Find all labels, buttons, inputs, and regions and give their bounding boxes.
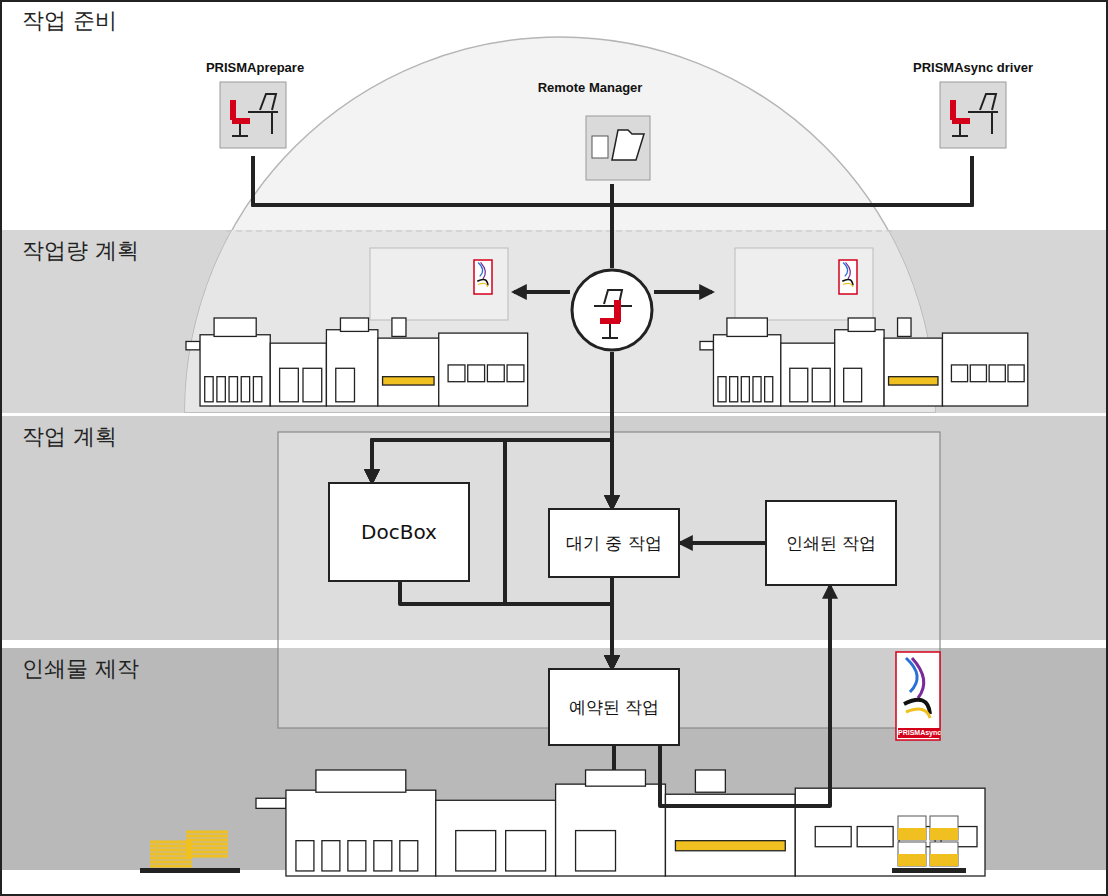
planning-container bbox=[278, 432, 940, 728]
process-box: 예약된 작업 bbox=[548, 668, 680, 746]
printer-small bbox=[700, 318, 1028, 406]
process-box: 인쇄된 작업 bbox=[765, 500, 897, 586]
paper-stack bbox=[140, 832, 240, 873]
planning-dome bbox=[185, 37, 935, 412]
source-station: PRISMAprepare bbox=[183, 60, 327, 156]
printer-main bbox=[256, 770, 985, 876]
box-label: 대기 중 작업 bbox=[566, 532, 662, 555]
flow-connector bbox=[400, 582, 612, 668]
printer-screen bbox=[735, 248, 873, 320]
layout-arrows bbox=[514, 292, 888, 845]
operator-circle bbox=[572, 270, 652, 350]
band-heading: 인쇄물 제작 bbox=[22, 654, 139, 684]
source-label: Remote Manager bbox=[510, 80, 670, 95]
flow-connector bbox=[660, 586, 830, 806]
flow-connector bbox=[612, 156, 972, 508]
folder-icon bbox=[586, 116, 650, 180]
logo-text: PRISMAsync bbox=[898, 728, 940, 738]
flow-connector bbox=[610, 578, 614, 668]
box-label: 예약된 작업 bbox=[569, 696, 659, 719]
prismasync-logo bbox=[896, 652, 940, 740]
workstation-icon bbox=[940, 82, 1006, 148]
box-label: 인쇄된 작업 bbox=[786, 532, 876, 555]
source-label: PRISMAsync driver bbox=[900, 60, 1046, 75]
workstation-icon bbox=[220, 82, 286, 148]
box-label: DocBox bbox=[361, 520, 437, 544]
printer-small bbox=[186, 318, 528, 406]
flow-connector bbox=[505, 184, 612, 668]
process-box: 대기 중 작업 bbox=[548, 508, 680, 578]
flow-connector bbox=[253, 156, 612, 508]
flow-connector bbox=[372, 184, 612, 482]
printer-screen bbox=[370, 248, 508, 320]
paper-boxes bbox=[892, 816, 966, 873]
flow-connector bbox=[505, 156, 972, 668]
source-station: PRISMAsync driver bbox=[900, 60, 1046, 156]
flow-connector bbox=[680, 541, 765, 545]
source-station: Remote Manager bbox=[510, 80, 670, 184]
band-heading: 작업 준비 bbox=[22, 6, 117, 36]
flow-connector bbox=[253, 156, 612, 668]
source-label: PRISMAprepare bbox=[183, 60, 327, 75]
band-heading: 작업 계획 bbox=[22, 422, 117, 452]
band-heading: 작업량 계획 bbox=[22, 236, 139, 266]
process-box: DocBox bbox=[328, 482, 470, 582]
